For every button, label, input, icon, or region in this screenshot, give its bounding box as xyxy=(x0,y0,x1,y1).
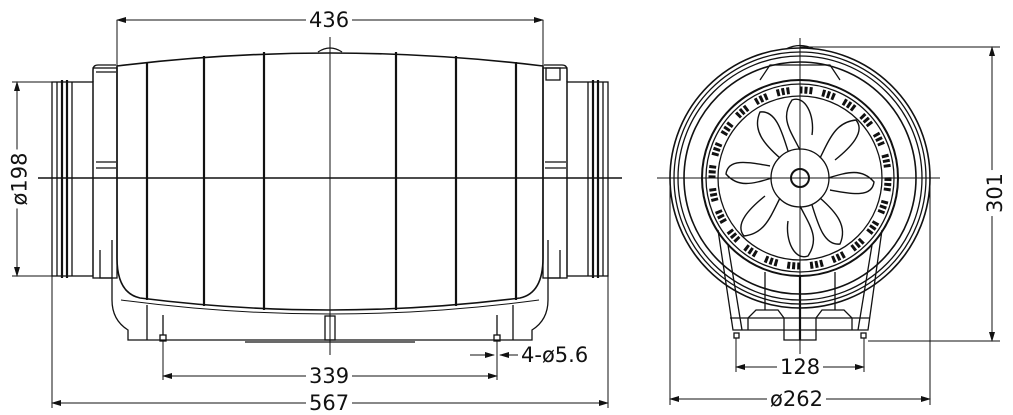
barrel-body xyxy=(116,52,544,311)
hub xyxy=(770,148,830,208)
left-duct-collar xyxy=(51,64,118,279)
grille-ring xyxy=(708,86,892,270)
side-view xyxy=(38,37,622,355)
right-duct-collar xyxy=(542,64,609,279)
top-bump xyxy=(317,47,343,53)
front-view xyxy=(657,38,940,354)
dim-body-length: 436 xyxy=(306,9,353,31)
dim-duct-diameter: ø198 xyxy=(7,149,31,209)
dim-front-height: 301 xyxy=(983,169,1007,217)
dim-overall-length: 567 xyxy=(306,392,353,414)
body-ribs xyxy=(145,52,518,310)
dim-foot-spacing: 128 xyxy=(777,356,824,378)
dim-outer-diameter: ø262 xyxy=(767,388,826,410)
dim-mount-hole-spacing: 339 xyxy=(306,365,353,387)
impeller xyxy=(725,98,875,258)
front-stand xyxy=(717,229,883,341)
mounting-base xyxy=(99,240,561,343)
dim-mount-holes: 4-ø5.6 xyxy=(518,344,592,366)
shaft xyxy=(790,168,810,188)
